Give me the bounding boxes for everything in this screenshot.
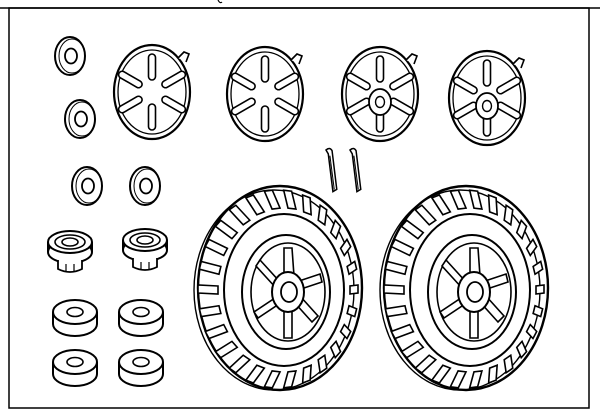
clipped-mark bbox=[217, 0, 223, 4]
hub-cap bbox=[340, 45, 420, 143]
cotter-pin bbox=[349, 147, 362, 193]
flanged-bearing bbox=[47, 230, 93, 273]
spacer-bushing bbox=[52, 299, 98, 337]
treaded-wheel bbox=[192, 184, 364, 392]
flat-washer bbox=[71, 166, 103, 206]
treaded-wheel bbox=[378, 184, 550, 392]
flanged-bearing bbox=[122, 228, 168, 271]
flat-washer bbox=[54, 36, 86, 76]
hub-cap bbox=[447, 49, 527, 147]
spacer-bushing bbox=[118, 299, 164, 337]
flat-washer bbox=[64, 99, 96, 139]
flat-washer bbox=[129, 166, 161, 206]
spacer-bushing bbox=[52, 349, 98, 387]
cotter-pin bbox=[325, 147, 338, 193]
spacer-bushing bbox=[118, 349, 164, 387]
hub-cap bbox=[225, 45, 305, 143]
hub-cap bbox=[112, 43, 192, 141]
